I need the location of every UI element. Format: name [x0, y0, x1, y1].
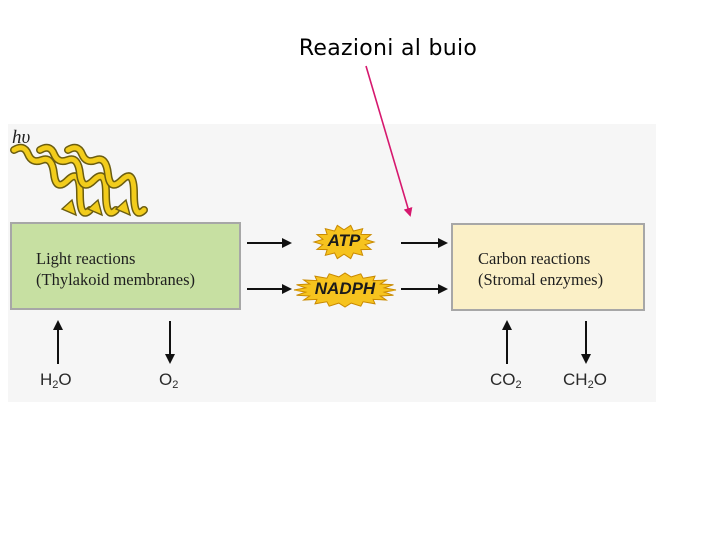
light-energy-symbol: hυ	[12, 127, 31, 148]
light-reactions-title: Light reactions	[36, 249, 136, 268]
photon-arrows	[10, 143, 148, 217]
page-title: Reazioni al buio	[298, 36, 478, 61]
carbon-reactions-location: (Stromal enzymes)	[478, 270, 604, 289]
nadph-label: NADPH	[314, 279, 376, 298]
carbon-reactions-box: Carbon reactions (Stromal enzymes)	[451, 223, 645, 311]
carbon-reactions-title: Carbon reactions	[478, 249, 591, 268]
photon-arrow-3	[64, 143, 148, 217]
oxygen-label: O2	[159, 370, 179, 391]
nadph-starburst	[293, 272, 397, 308]
photon-arrow-1	[10, 143, 94, 217]
carbon-dioxide-label: CO2	[490, 370, 522, 391]
atp-label: ATP	[327, 231, 361, 250]
water-label: H2O	[40, 370, 72, 391]
annotation-arrow	[365, 65, 413, 217]
photon-arrow-2	[36, 143, 120, 217]
light-reactions-location: (Thylakoid membranes)	[36, 270, 195, 289]
carbohydrate-label: CH2O	[563, 370, 607, 391]
atp-starburst	[312, 224, 376, 260]
light-reactions-box: Light reactions (Thylakoid membranes)	[10, 222, 241, 310]
